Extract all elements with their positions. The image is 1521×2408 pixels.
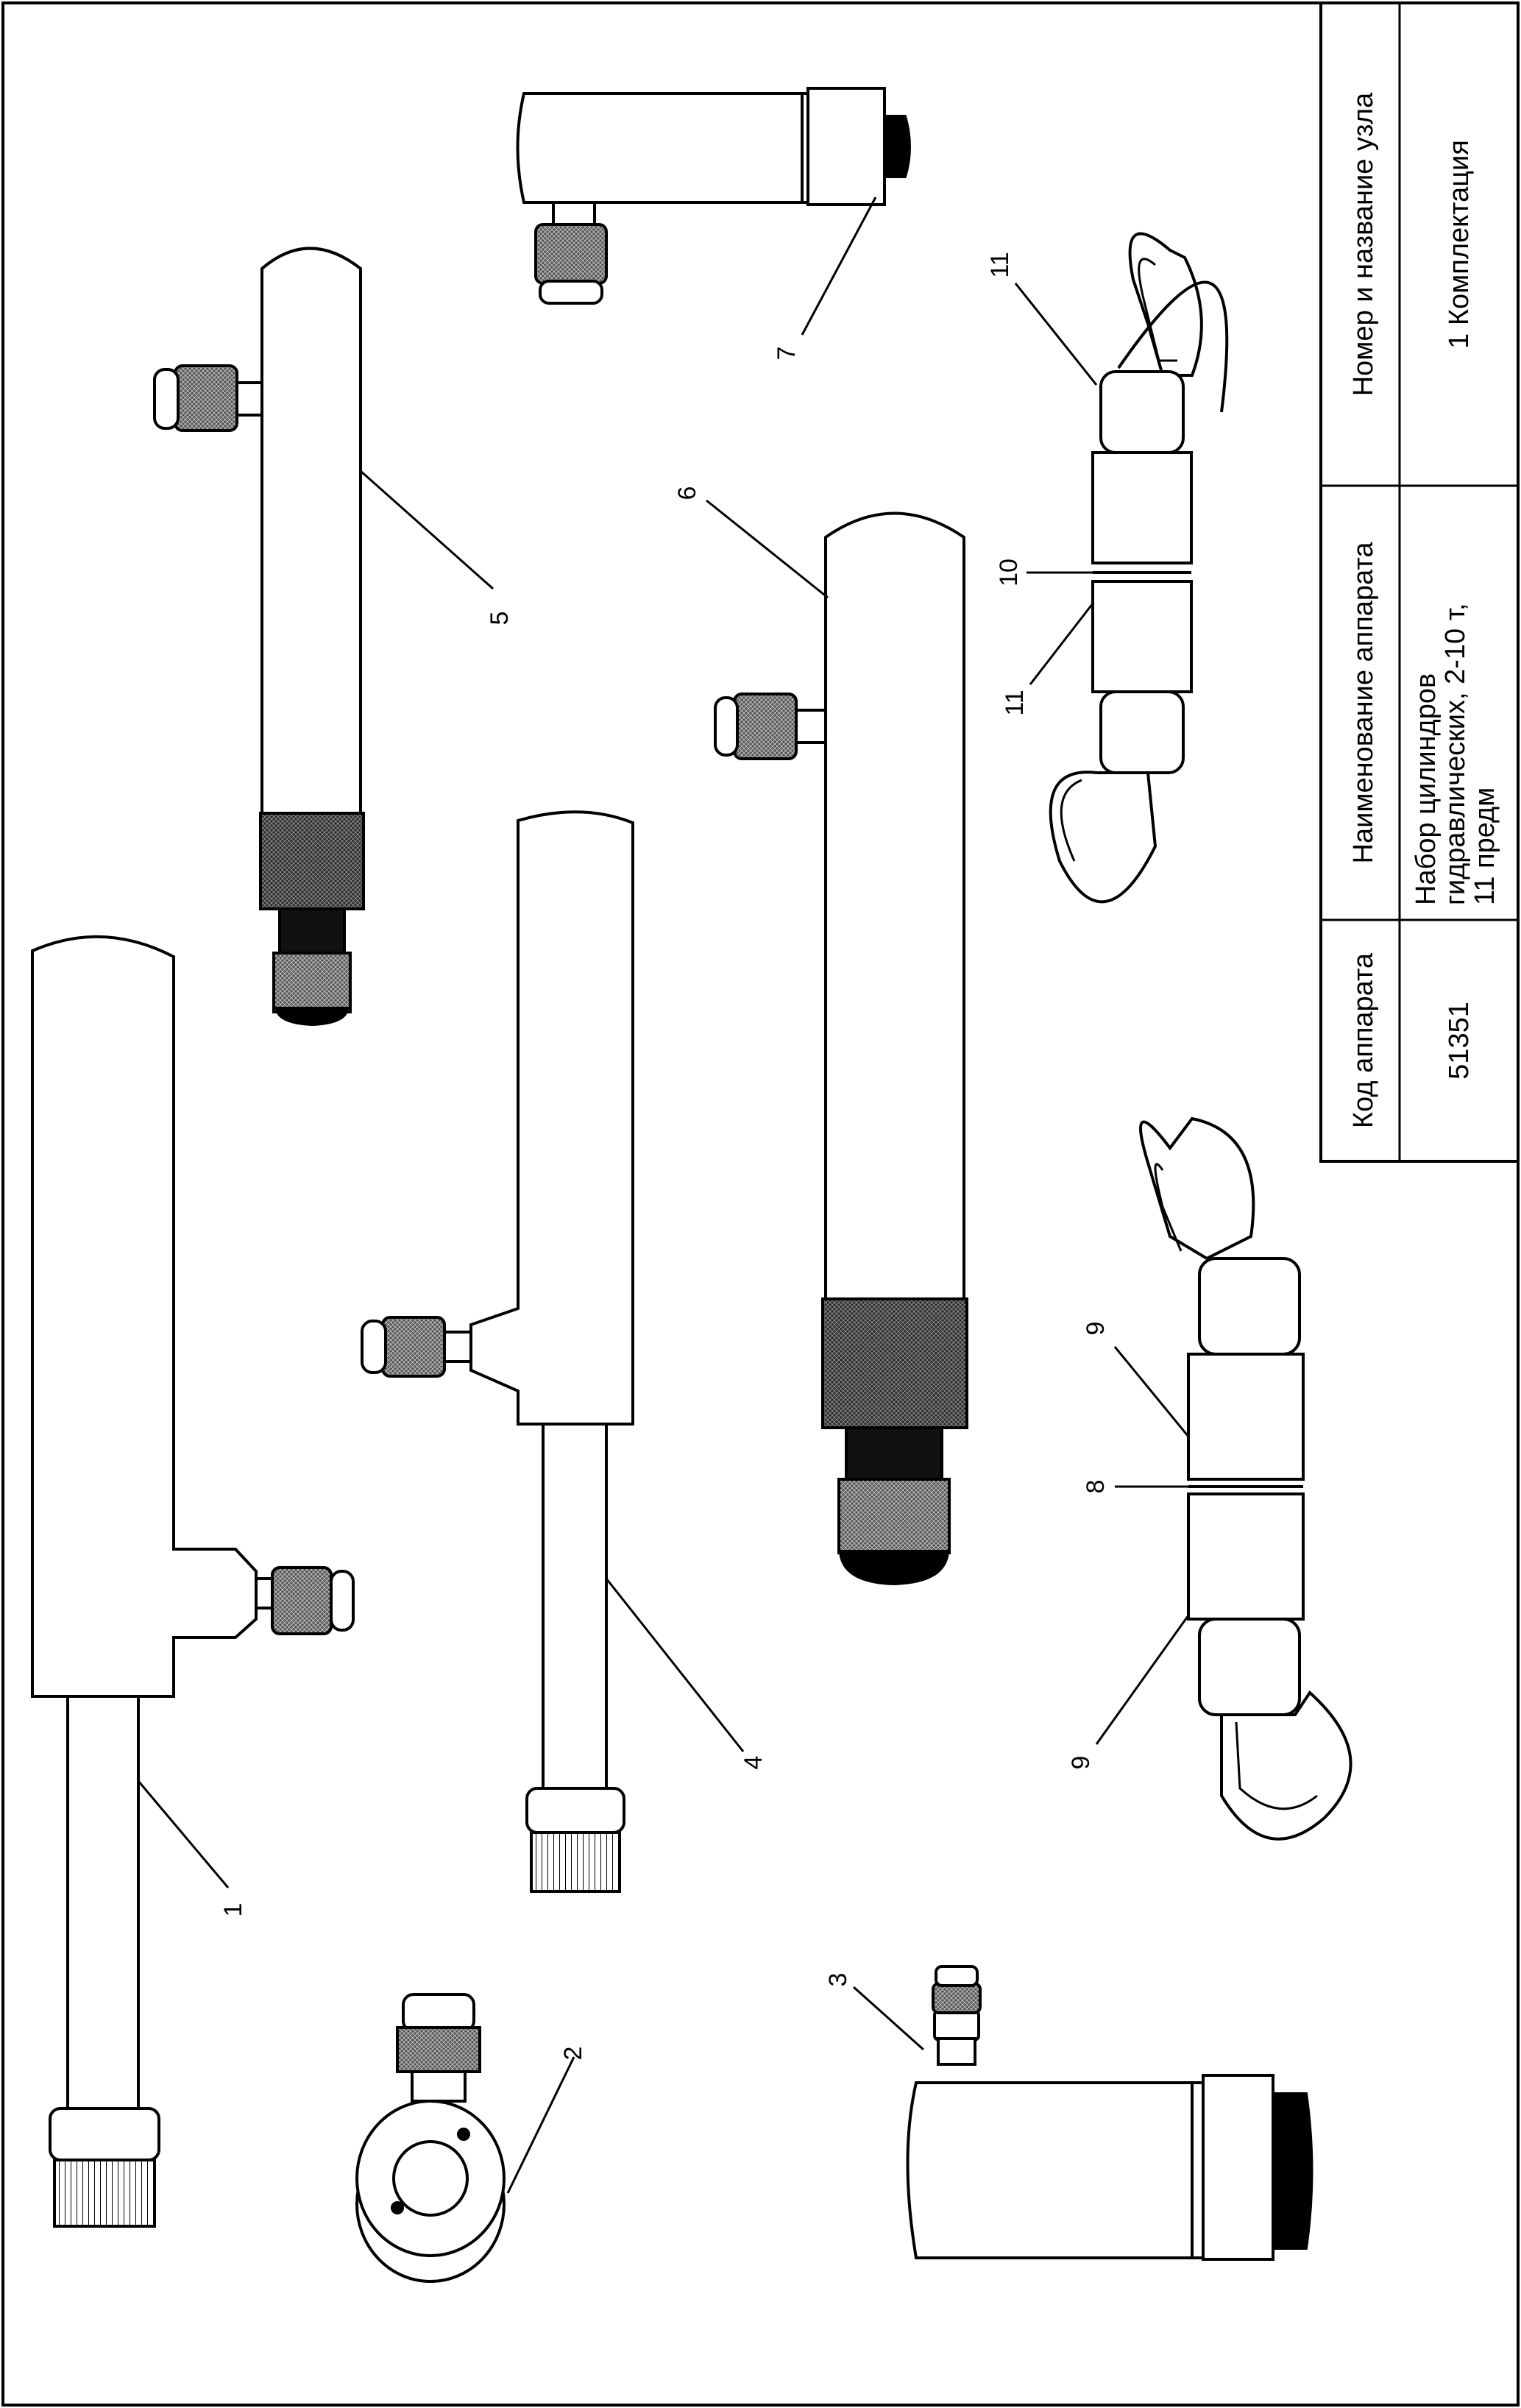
part-5-cylinder [153, 247, 365, 1027]
callout-7: 7 [773, 347, 801, 361]
callout-9-upper: 9 [1082, 1322, 1110, 1336]
code-value: 51351 [1444, 1002, 1475, 1080]
callout-6: 6 [673, 486, 701, 500]
callout-1: 1 [219, 1903, 247, 1917]
part-1-cylinder [31, 935, 355, 2228]
code-header: Код аппарата [1348, 952, 1379, 1128]
unit-value: 1 Комплектация [1444, 140, 1475, 349]
callout-4: 4 [740, 1756, 767, 1770]
callout-3: 3 [824, 1973, 852, 1987]
title-block: Код аппарата 51351 Наименование аппарата… [1319, 1, 1520, 1163]
callout-10: 10 [995, 559, 1023, 587]
part-3-short-cylinder [906, 1965, 1313, 2261]
callouts [137, 196, 1190, 2194]
part-4-cylinder [361, 810, 634, 1893]
name-line-1: Набор цилиндров [1411, 673, 1442, 905]
callout-labels: 1 2 3 4 5 6 7 8 9 9 10 11 11 [219, 252, 1110, 2060]
callout-11-upper: 11 [986, 252, 1014, 277]
name-line-3: 11 предм [1469, 787, 1500, 905]
name-header: Наименование аппарата [1348, 542, 1379, 864]
part-7-short-cylinder [516, 87, 911, 305]
callout-2: 2 [559, 2047, 587, 2061]
name-line-2: гидравлических, 2-10 т, [1440, 603, 1471, 905]
parts-8-9-coupler-hooks [1139, 1116, 1352, 1841]
callout-9-lower: 9 [1067, 1756, 1095, 1770]
parts-10-11-coupler-hooks [1049, 232, 1229, 904]
callout-8: 8 [1082, 1480, 1110, 1494]
part-2-base-ring [355, 1993, 506, 2283]
callout-5: 5 [486, 612, 514, 626]
callout-11-lower: 11 [1001, 690, 1029, 715]
part-6-cylinder [714, 511, 968, 1586]
unit-header: Номер и название узла [1348, 92, 1379, 396]
